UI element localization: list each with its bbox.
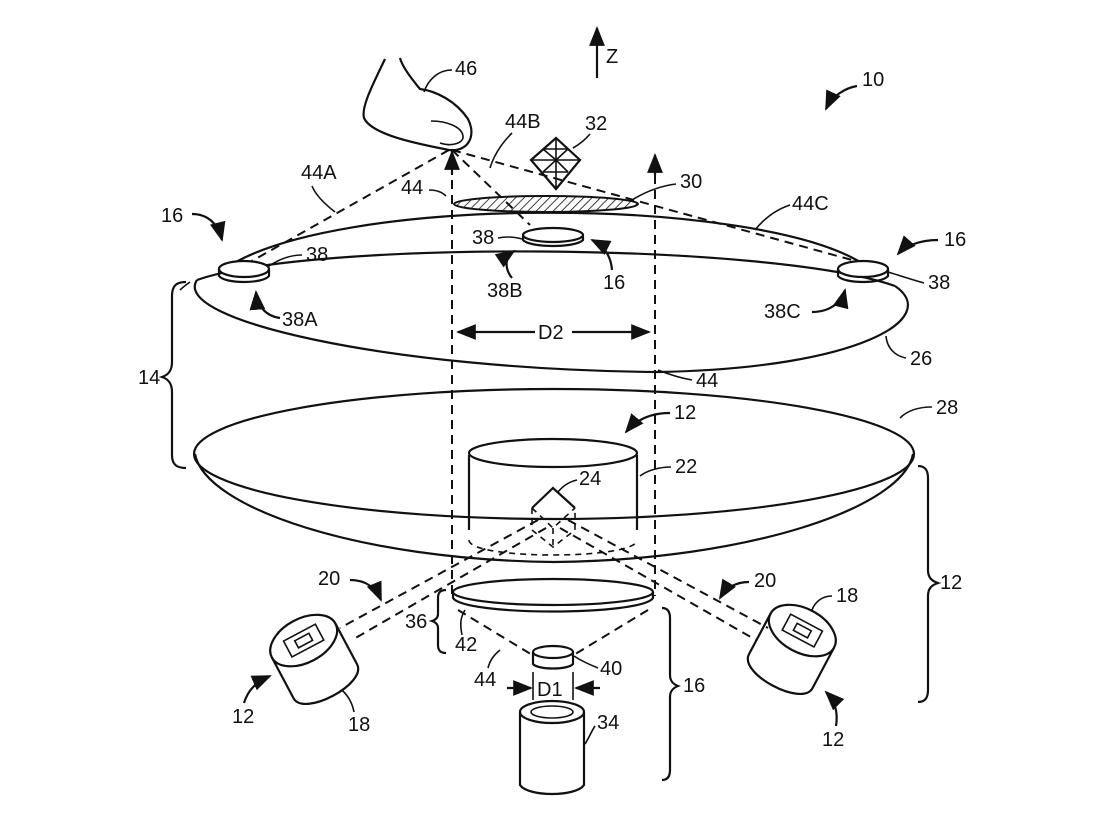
label-44A: 44A [301,162,337,184]
leader-34 [584,725,596,745]
leader-28 [899,406,933,419]
sensor-38B [521,226,585,248]
leader-44C [754,204,791,231]
label-18-right-top: 18 [836,585,858,607]
label-38-center: 38 [472,227,494,249]
leader-40 [573,655,599,669]
label-12-left: 12 [232,706,254,728]
leader-12-bottom-right [824,690,845,727]
leader-20-right [718,578,750,600]
leader-44-mid [657,369,693,381]
label-16-center: 16 [603,272,625,294]
finger-46 [362,57,473,152]
leader-24 [557,479,578,493]
brace-14 [158,280,187,470]
label-26: 26 [910,348,932,370]
sensor-38A [217,259,271,284]
emitter-40 [531,644,575,670]
light-source-34 [518,699,586,795]
leader-42 [459,609,466,636]
label-30: 30 [680,171,702,193]
label-40: 40 [600,658,622,680]
leader-38B [494,249,516,279]
label-38-left: 38 [306,244,328,266]
label-12-top: 12 [674,402,696,424]
label-38C: 38C [764,301,801,323]
label-D2: D2 [538,322,564,344]
leader-44-bottom [487,649,501,669]
label-16-topleft: 16 [161,205,183,227]
label-24: 24 [579,468,601,490]
label-44-top: 44 [401,177,423,199]
label-32: 32 [585,113,607,135]
label-22: 22 [675,456,697,478]
leader-38C [811,288,849,314]
leader-12-top [624,411,671,434]
brace-12-right [917,464,942,704]
brace-36 [428,588,447,655]
label-38B: 38B [487,280,523,302]
cube-32 [529,136,582,191]
label-D1: D1 [537,679,563,701]
brace-16-bottom [661,606,681,782]
label-44C: 44C [792,193,829,215]
label-36: 36 [405,611,427,633]
label-10: 10 [862,69,884,91]
label-38-right: 38 [928,272,950,294]
prism-24 [531,486,576,549]
leader-16-topright [896,235,939,256]
leader-18-left [341,689,355,713]
label-16-bottom: 16 [683,675,705,697]
leader-38-center [497,236,523,240]
leader-10 [825,84,858,111]
leader-38A [249,290,281,320]
label-42: 42 [455,634,477,656]
z-axis-label: Z [606,46,618,68]
leader-20-left [349,578,383,602]
label-44-mid: 44 [696,370,718,392]
camera-18-left [269,613,360,705]
leader-12-left [242,674,272,704]
leader-16-center [590,239,614,271]
label-44B: 44B [505,111,541,133]
leader-18-right-top [811,595,833,611]
camera-18-right [746,603,837,695]
label-44-bottom: 44 [474,669,496,691]
light-beams-vertical [444,150,663,596]
leader-22 [639,466,672,477]
label-12-right-brace: 12 [940,572,962,594]
leader-38-left [268,254,303,267]
leader-38-right [887,271,925,284]
label-46: 46 [455,58,477,80]
lens-42 [451,577,655,613]
label-38A: 38A [282,309,318,331]
label-12-bottom-right: 12 [822,729,844,751]
leader-16-topleft [191,212,226,242]
label-20-right: 20 [754,570,776,592]
label-28: 28 [936,397,958,419]
label-20-left: 20 [318,568,340,590]
label-18-left: 18 [348,714,370,736]
leader-30 [631,183,677,201]
label-14: 14 [138,367,160,389]
label-16-topright: 16 [944,229,966,251]
cylinder-22 [467,437,639,556]
window-30 [453,195,639,213]
leader-46 [423,69,453,93]
leader-26 [885,335,907,359]
label-34: 34 [597,712,619,734]
sensor-38C [836,259,890,284]
leader-32 [572,133,591,149]
leader-44A [311,185,336,213]
leader-44B [489,132,513,169]
light-rays-cameras [339,519,769,641]
dimension-D1 [507,672,600,700]
leader-44-top [428,189,447,197]
lens-28 [192,387,916,564]
